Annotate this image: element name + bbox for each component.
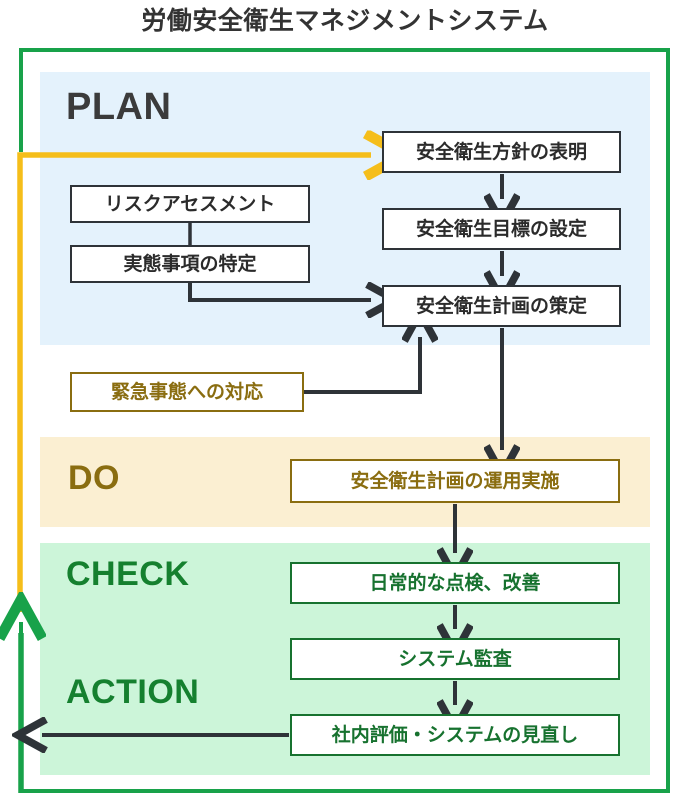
process-box-identify[interactable]: 実態事項の特定	[70, 245, 310, 283]
frame-left-gap-mask	[14, 152, 26, 622]
phase-label-check: CHECK	[66, 555, 190, 593]
process-box-goal[interactable]: 安全衛生目標の設定	[382, 208, 621, 250]
process-box-system-audit[interactable]: システム監査	[290, 638, 620, 680]
phase-label-do: DO	[68, 459, 120, 497]
phase-label-plan: PLAN	[66, 86, 172, 128]
process-box-emergency[interactable]: 緊急事態への対応	[70, 372, 304, 412]
page-title: 労働安全衛生マネジメントシステム	[141, 7, 549, 35]
process-box-risk-assessment[interactable]: リスクアセスメント	[70, 185, 310, 223]
process-box-policy[interactable]: 安全衛生方針の表明	[382, 131, 621, 173]
phase-label-action: ACTION	[66, 673, 200, 711]
process-box-internal-review[interactable]: 社内評価・システムの見直し	[290, 714, 620, 756]
process-box-plan-draft[interactable]: 安全衛生計画の策定	[382, 285, 621, 327]
process-box-do-run[interactable]: 安全衛生計画の運用実施	[290, 459, 620, 503]
process-box-daily-check[interactable]: 日常的な点検、改善	[290, 562, 620, 604]
